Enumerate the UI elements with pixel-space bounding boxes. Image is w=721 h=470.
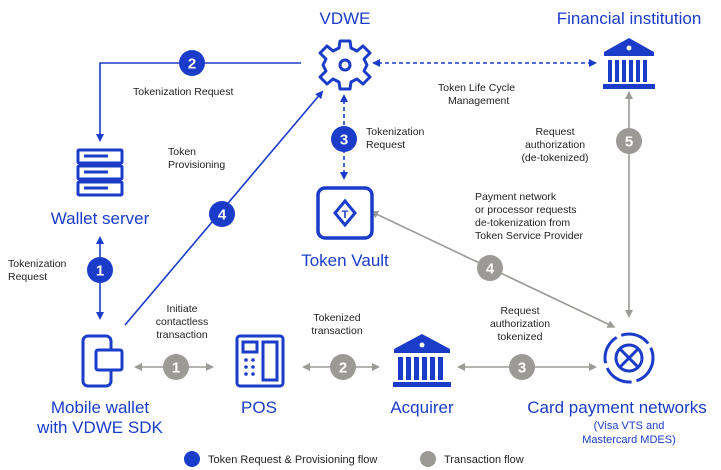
label-initiate-3: transaction: [156, 329, 208, 341]
svg-text:2: 2: [188, 56, 196, 73]
card-networks-sub-2: Mastercard MDES): [582, 434, 676, 446]
label-request-auth-tok-2: authorization: [490, 318, 550, 330]
svg-text:2: 2: [339, 360, 347, 377]
badge-blue-3: 3: [331, 126, 357, 152]
label-token-provisioning-2: Provisioning: [168, 159, 225, 171]
svg-text:5: 5: [625, 134, 633, 151]
arrow-tokenization-request-top: [96, 62, 301, 142]
bank-icon: [603, 38, 655, 89]
label-tokenized-1: Tokenized: [313, 312, 360, 324]
label-tokenization-request-top: Tokenization Request: [133, 86, 233, 98]
badge-gray-4: 4: [477, 255, 503, 281]
label-request-auth-detok-2: authorization: [525, 139, 585, 151]
badge-gray-2: 2: [330, 354, 356, 380]
svg-text:1: 1: [172, 360, 180, 377]
label-tokenized-2: transaction: [311, 325, 363, 337]
legend-gray-label: Transaction flow: [444, 454, 524, 466]
label-payment-network-3: de-tokenization from: [475, 217, 570, 229]
badge-gray-5: 5: [616, 128, 642, 154]
badge-blue-2: 2: [179, 50, 205, 76]
svg-text:T: T: [342, 209, 349, 221]
legend-gray-swatch: [420, 451, 436, 467]
gear-icon: [318, 39, 372, 91]
label-payment-network-2: or processor requests: [475, 204, 577, 216]
pos-terminal-icon: [235, 334, 285, 388]
label-request-auth-tok-1: Request: [500, 305, 539, 317]
token-vault-icon: T: [316, 186, 374, 240]
legend-blue-swatch: [184, 451, 200, 467]
badge-blue-4: 4: [209, 201, 235, 227]
vdwe-title: VDWE: [320, 9, 371, 28]
label-tokenization-request-left-2: Request: [8, 271, 47, 283]
card-network-icon: [603, 332, 655, 384]
label-tokenization-request-vault-1: Tokenization: [366, 126, 425, 138]
acquirer-title: Acquirer: [390, 398, 454, 417]
label-initiate-2: contactless: [156, 316, 209, 328]
label-request-auth-tok-3: tokenized: [498, 331, 543, 343]
svg-text:1: 1: [96, 263, 104, 280]
mobile-wallet-icon: [81, 334, 124, 388]
label-payment-network-4: Token Service Provider: [475, 230, 583, 242]
svg-text:4: 4: [486, 261, 495, 278]
label-token-provisioning-1: Token: [168, 146, 196, 158]
financial-institution-title: Financial institution: [557, 9, 702, 28]
svg-text:3: 3: [518, 360, 526, 377]
label-token-lifecycle-1: Token Life Cycle: [438, 82, 515, 94]
label-tokenization-request-left-1: Tokenization: [8, 258, 67, 270]
acquirer-bank-icon: [393, 334, 451, 387]
badge-gray-3: 3: [509, 354, 535, 380]
label-payment-network-1: Payment network: [475, 191, 557, 203]
mobile-wallet-title-2: with VDWE SDK: [36, 418, 163, 437]
mobile-wallet-title-1: Mobile wallet: [51, 398, 150, 417]
wallet-server-title: Wallet server: [51, 209, 150, 228]
label-token-lifecycle-2: Management: [448, 95, 509, 107]
legend-blue-label: Token Request & Provisioning flow: [208, 454, 377, 466]
label-tokenization-request-vault-2: Request: [366, 139, 405, 151]
pos-title: POS: [241, 398, 277, 417]
svg-text:3: 3: [340, 132, 348, 149]
label-initiate-1: Initiate: [167, 303, 198, 315]
svg-text:4: 4: [218, 207, 227, 224]
legend: Token Request & Provisioning flow Transa…: [184, 451, 524, 467]
server-icon: [76, 148, 124, 197]
label-request-auth-detok-3: (de-tokenized): [521, 152, 588, 164]
token-vault-title: Token Vault: [301, 251, 389, 270]
badge-gray-1: 1: [163, 354, 189, 380]
card-networks-sub-1: (Visa VTS and: [594, 420, 665, 432]
card-networks-title: Card payment networks: [527, 398, 707, 417]
label-request-auth-detok-1: Request: [535, 126, 574, 138]
badge-blue-1: 1: [87, 257, 113, 283]
